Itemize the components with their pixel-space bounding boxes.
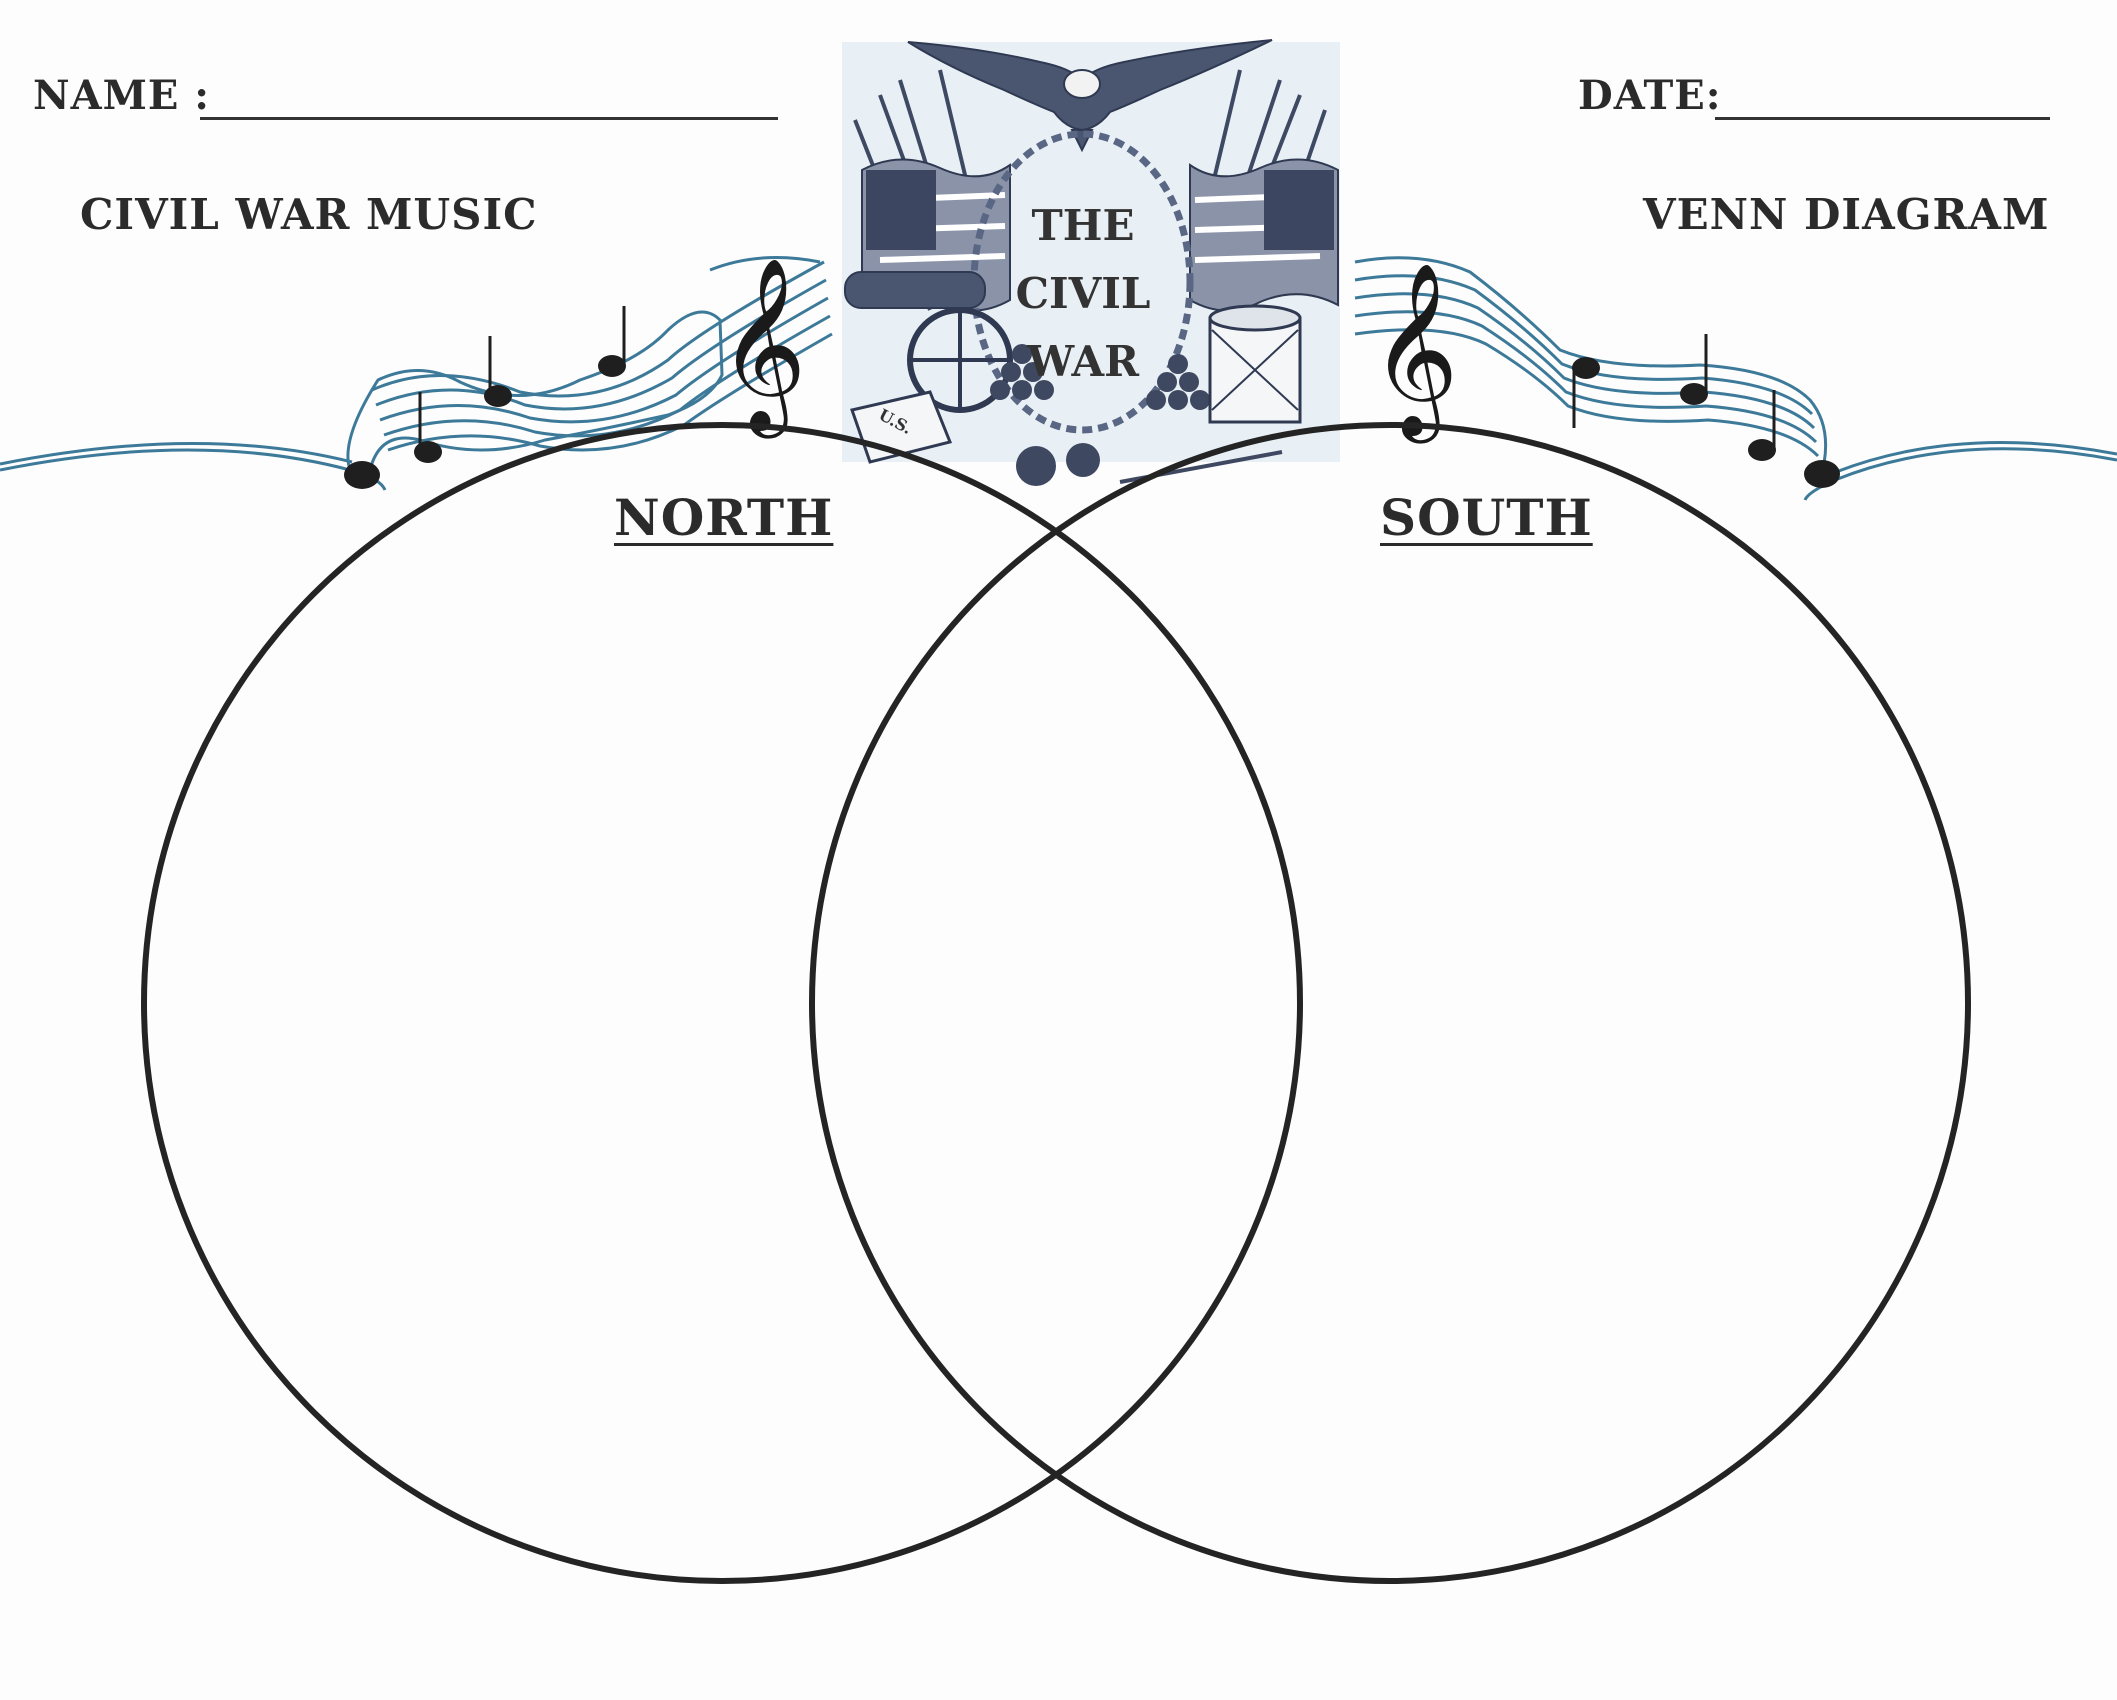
right-music-notes-icon	[1572, 334, 1840, 488]
date-label: DATE:	[1578, 72, 1722, 119]
venn-left-label: NORTH	[614, 488, 834, 547]
venn-right-circle[interactable]	[809, 422, 1971, 1584]
name-write-line[interactable]	[200, 117, 778, 120]
left-treble-clef-icon: 𝄞	[718, 257, 807, 439]
eagle-icon	[907, 39, 1273, 153]
right-music-ribbon	[1354, 256, 2117, 501]
venn-left-circle[interactable]	[141, 422, 1303, 1584]
drum-icon	[1208, 304, 1302, 424]
left-music-notes-icon	[344, 306, 626, 489]
left-music-ribbon	[0, 256, 833, 491]
emblem-title: THE CIVIL WAR	[1015, 201, 1151, 386]
cannonballs-icon	[990, 344, 1210, 486]
right-flag-icon	[1189, 158, 1339, 312]
right-treble-clef-icon: 𝄞	[1370, 262, 1459, 444]
worksheet-subtitle-right: VENN DIAGRAM	[1643, 190, 2050, 239]
date-write-line[interactable]	[1715, 117, 2050, 120]
name-label: NAME :	[33, 72, 211, 119]
venn-right-label: SOUTH	[1380, 488, 1593, 547]
cannon-icon	[844, 271, 1013, 413]
worksheet-subtitle-left: CIVIL WAR MUSIC	[80, 190, 538, 239]
